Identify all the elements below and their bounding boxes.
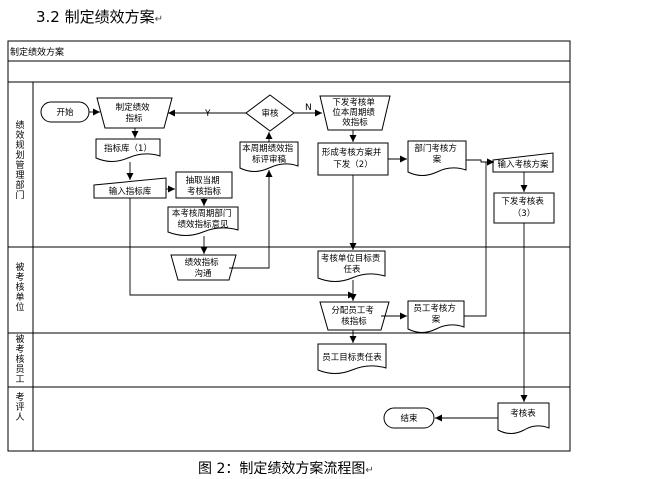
unit-table-label: 考核单位目标责 任表 <box>321 253 383 275</box>
extract-indicators-box <box>175 171 233 199</box>
input-plan-box <box>492 152 554 173</box>
staff-table-label: 员工目标责任表 <box>322 352 382 363</box>
communicate-box <box>170 254 237 281</box>
staff-table-doc <box>317 343 387 374</box>
dept-plan-label: 部门考核方 案 <box>414 143 459 165</box>
form-plan-label: 形成考核方案并 下发（2） <box>322 147 384 170</box>
issue-targets-label: 下发考核单 位本周期绩 效指标 <box>332 97 377 128</box>
eval-form-doc <box>497 402 550 434</box>
review-label: 审核 <box>261 108 279 119</box>
assign-label: 分配员工考 核指标 <box>331 306 376 327</box>
lane-label-staff: 被考核员工 <box>15 333 24 385</box>
input-plan-label: 输入考核方案 <box>497 159 549 170</box>
draft-indicators-label: 制定绩效 指标 <box>116 102 153 124</box>
issue-targets-box <box>319 95 391 131</box>
issue-form-label: 下发考核表 （3） <box>501 196 546 219</box>
staff-plan-label: 员工考核方 案 <box>413 303 458 325</box>
staff-plan-doc <box>407 300 465 333</box>
period-review-label: 本周期绩效指 标评审稿 <box>242 143 296 165</box>
section-heading: 3.2 制定绩效方案↵ <box>36 8 164 26</box>
edge-label-yes: Y <box>204 109 211 119</box>
form-plan-box <box>317 142 389 176</box>
draft-indicators-box <box>96 97 173 129</box>
communicate-label: 绩效指标 沟通 <box>185 257 222 279</box>
end-terminator <box>383 407 435 429</box>
paragraph-mark: ↵ <box>154 14 164 25</box>
review-decision <box>245 94 295 132</box>
extract-indicators-label: 抽取当期 考核指标 <box>186 175 223 197</box>
lane-label-planning: 绩效规划管理部门 <box>15 119 24 201</box>
issue-form-box <box>493 192 555 224</box>
flowchart-title: 制定绩效方案 <box>10 46 64 58</box>
dept-opinion-doc <box>167 206 239 236</box>
dept-opinion-label: 本考核周期部门 绩效指标意见 <box>172 208 234 230</box>
period-review-doc <box>239 141 299 172</box>
unit-table-doc <box>317 250 386 282</box>
lane-label-evaluator: 考评人 <box>15 392 24 423</box>
swimlane-frame <box>7 40 571 452</box>
lane-label-unit: 被考核单位 <box>15 261 24 313</box>
input-library-label: 输入指标库 <box>109 186 152 197</box>
edge-communicate-review-draft <box>229 170 273 269</box>
dept-plan-doc <box>407 140 467 176</box>
indicator-library-label: 指标库（1） <box>104 143 152 154</box>
figure-caption: 图 2：制定绩效方案流程图↵ <box>198 461 374 477</box>
end-label: 结束 <box>400 413 418 424</box>
start-label: 开始 <box>56 107 74 118</box>
eval-form-label: 考核表 <box>510 408 536 419</box>
edge-label-no: N <box>305 103 312 113</box>
indicator-library-doc <box>95 138 161 162</box>
input-library-box <box>93 177 167 199</box>
assign-box <box>319 301 390 331</box>
edge-input-lib-assign <box>129 198 355 299</box>
edge-staff-plan-input-plan <box>464 158 494 317</box>
caption-paragraph-mark: ↵ <box>365 465 374 476</box>
